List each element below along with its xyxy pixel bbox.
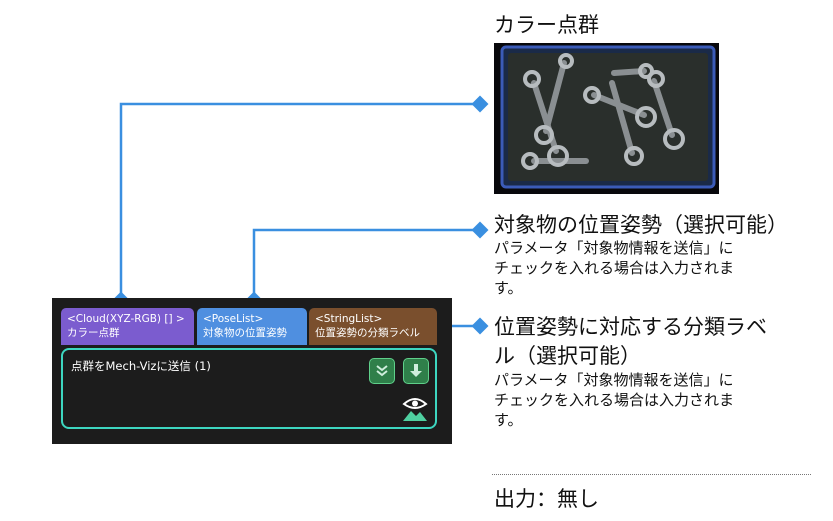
connector-end-label [471, 317, 489, 335]
port-label: 対象物の位置姿勢 [203, 327, 287, 339]
connector-end-pose [471, 221, 489, 239]
port-label: 位置姿勢の分類ラベル [315, 327, 420, 339]
object-pose-desc-3: す。 [494, 279, 523, 297]
pose-label-title-1: 位置姿勢に対応する分類ラベ [494, 315, 767, 339]
arrow-down-icon [410, 364, 422, 377]
input-port-pose-list[interactable]: <PoseList> 対象物の位置姿勢 [197, 308, 307, 345]
connector-pose [252, 228, 480, 300]
visualize-output-icon[interactable] [401, 394, 429, 422]
pose-label-title-2: ル（選択可能） [494, 344, 641, 368]
input-port-string-list[interactable]: <StringList> 位置姿勢の分類ラベル [309, 308, 437, 345]
object-pose-title: 対象物の位置姿勢（選択可能） [494, 213, 788, 237]
pose-label-desc-1: パラメータ「対象物情報を送信」に [494, 371, 734, 389]
step-name: 点群をMech-Vizに送信 (1) [71, 359, 211, 373]
pose-label-desc-2: チェックを入れる場合は入力されま [494, 391, 735, 409]
port-label: カラー点群 [67, 327, 120, 339]
port-type: <Cloud(XYZ-RGB) [] > [67, 313, 185, 325]
divider [492, 474, 811, 475]
pose-label-desc-3: す。 [494, 411, 523, 429]
download-button[interactable] [403, 358, 429, 384]
object-pose-desc-2: チェックを入れる場合は入力されま [494, 259, 735, 277]
color-point-cloud-title: カラー点群 [494, 13, 599, 37]
step-node[interactable]: <Cloud(XYZ-RGB) [] > カラー点群 <PoseList> 対象… [52, 298, 452, 444]
point-cloud-photo [494, 43, 719, 194]
port-type: <PoseList> [203, 313, 264, 325]
collapse-button[interactable] [369, 358, 395, 384]
input-port-color-cloud[interactable]: <Cloud(XYZ-RGB) [] > カラー点群 [61, 308, 194, 345]
double-chevron-down-icon [376, 365, 388, 377]
connector-color-cloud [119, 102, 480, 300]
object-pose-desc-1: パラメータ「対象物情報を送信」に [494, 239, 734, 257]
port-type: <StringList> [315, 313, 383, 325]
output-none-label: 出力：無し [494, 487, 599, 511]
connector-end-color-cloud [471, 95, 489, 113]
step-card[interactable]: 点群をMech-Vizに送信 (1) [61, 348, 437, 429]
